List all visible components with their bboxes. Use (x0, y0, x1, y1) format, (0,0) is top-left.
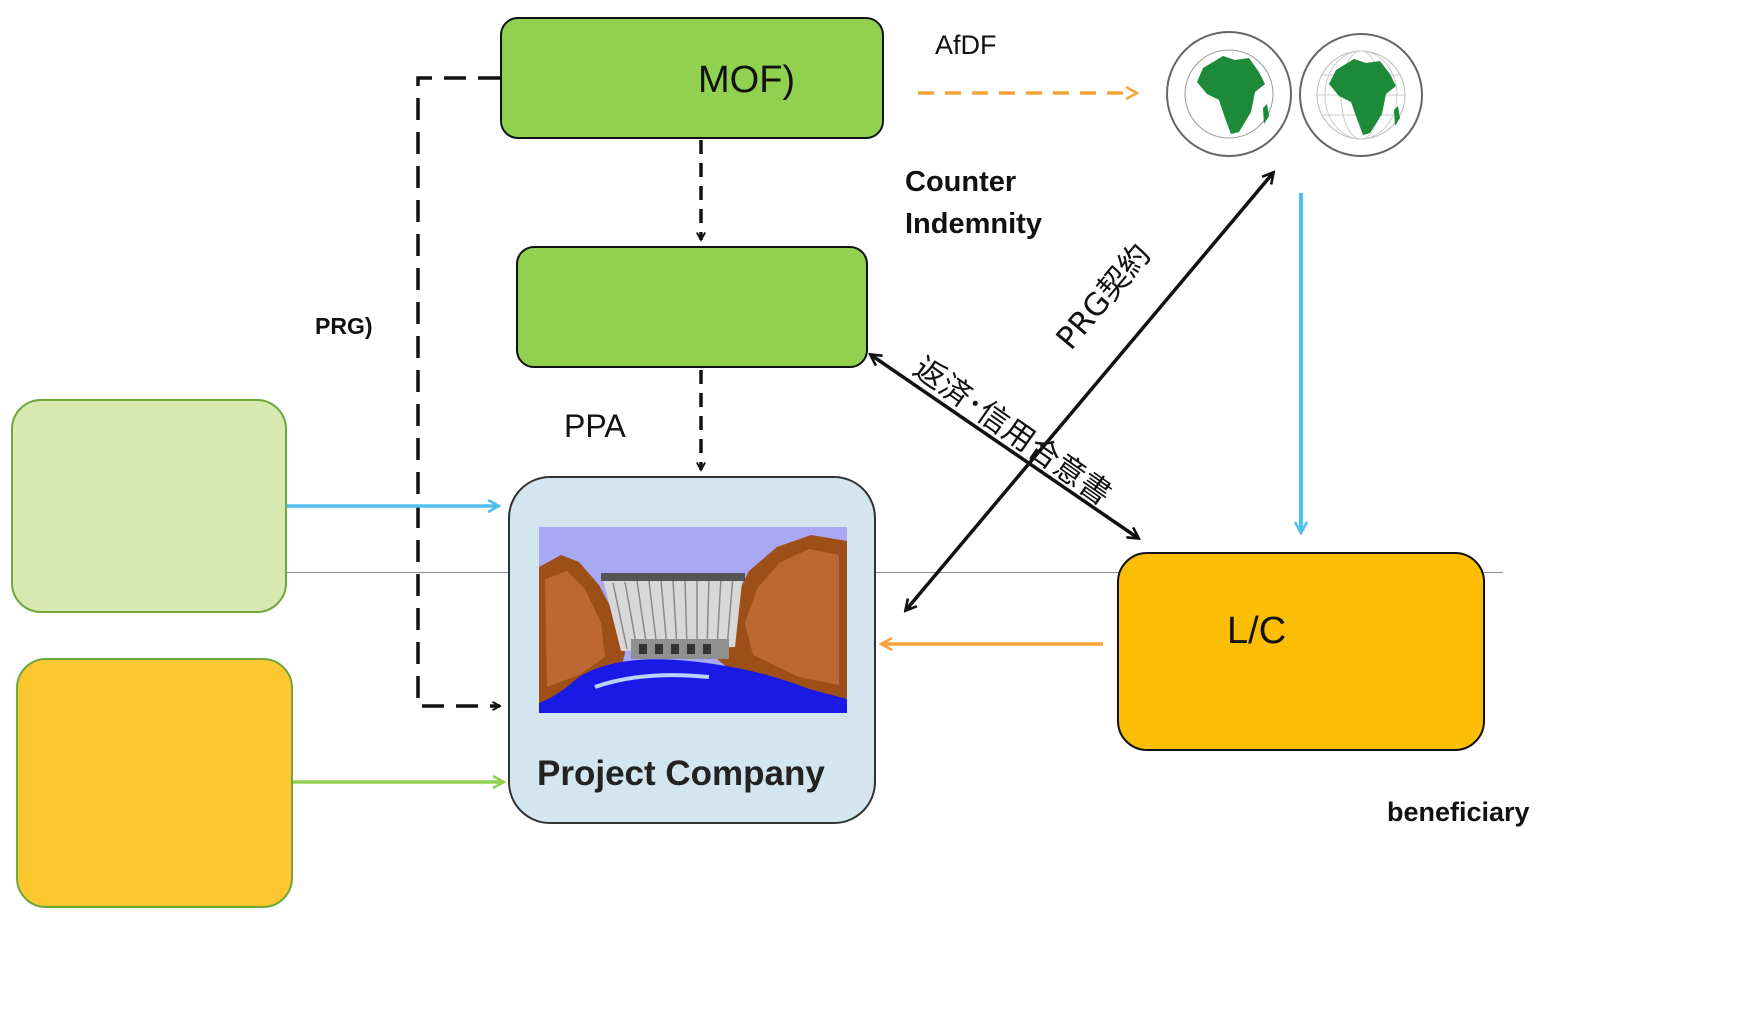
counter-label: Counter (905, 166, 1017, 198)
afdf-logo (1299, 33, 1423, 157)
indemnity-label: Indemnity (905, 208, 1042, 240)
mof-label: MOF) (698, 59, 796, 101)
prg-contract-arrow (906, 173, 1273, 610)
afdb-logo (1166, 31, 1292, 157)
afdf-label: AfDF (935, 30, 997, 60)
project-company-box: Project Company (508, 476, 876, 824)
dam-illustration (539, 527, 847, 713)
prg-dashed-connector (416, 76, 500, 706)
beneficiary-label: beneficiary (1387, 797, 1530, 827)
lc-label: L/C (1227, 610, 1287, 652)
prg-left-label: PRG) (315, 313, 373, 339)
equity-box (16, 658, 293, 908)
divider-line (287, 572, 1503, 573)
lender-box (11, 399, 287, 613)
project-company-label: Project Company (537, 754, 825, 793)
middle-entity-box (516, 246, 868, 368)
mof-box: MOF) (500, 17, 884, 139)
lc-bank-box: L/C (1117, 552, 1485, 751)
ppa-label: PPA (564, 408, 626, 444)
